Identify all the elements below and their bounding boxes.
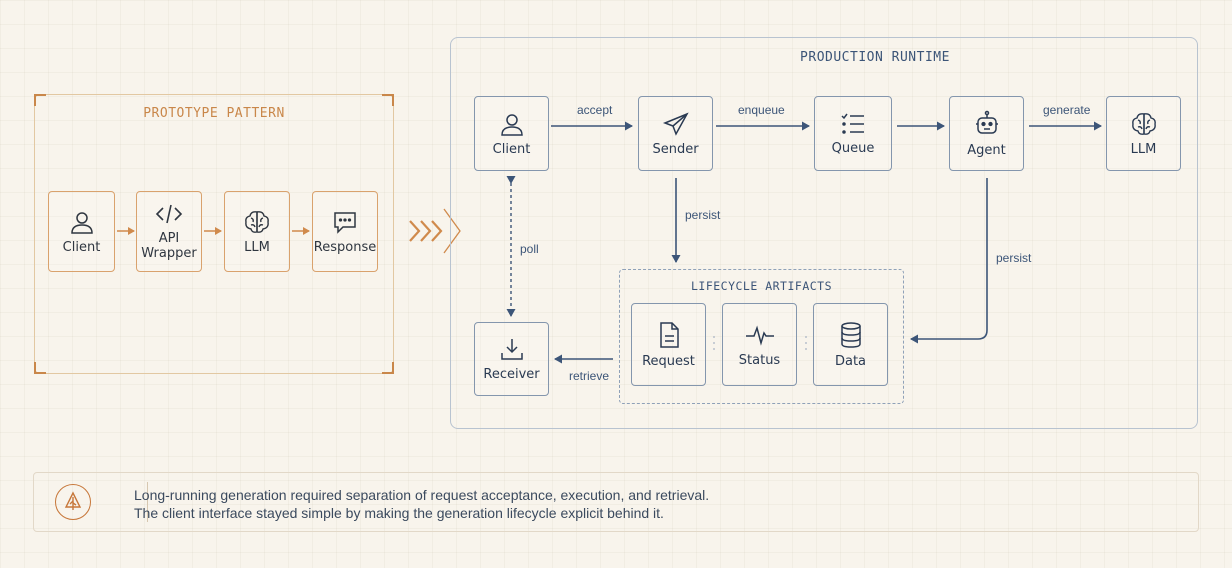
- node-receiver[interactable]: Receiver: [474, 322, 549, 396]
- prototype-title: PROTOTYPE PATTERN: [143, 106, 285, 121]
- prototype-panel: [34, 94, 394, 374]
- corner-mark: [382, 362, 394, 374]
- lifecycle-separators: [713, 336, 807, 350]
- node-label: Client: [62, 239, 101, 255]
- proto-node-response[interactable]: Response: [312, 191, 378, 272]
- node-queue[interactable]: Queue: [814, 96, 892, 171]
- edge-label-retrieve: retrieve: [569, 369, 610, 383]
- lifecycle-title: LIFECYCLE ARTIFACTS: [690, 279, 833, 293]
- node-label: LLM: [1130, 141, 1157, 157]
- node-label: Sender: [652, 141, 699, 157]
- node-label: Response: [313, 239, 377, 255]
- corner-mark: [34, 362, 46, 374]
- proto-node-llm[interactable]: LLM: [224, 191, 290, 272]
- chat-icon: [334, 211, 356, 234]
- node-label: API Wrapper: [141, 231, 197, 261]
- node-label: LLM: [244, 239, 270, 255]
- pulse-icon: [745, 325, 774, 346]
- production-title: PRODUCTION RUNTIME: [800, 50, 950, 65]
- database-icon: [840, 321, 861, 348]
- artifact-data[interactable]: Data: [813, 303, 888, 386]
- lifecycle-panel: [619, 269, 904, 404]
- paper-plane-icon: [662, 112, 689, 136]
- edge-label-accept: accept: [577, 103, 613, 117]
- list-icon: [841, 113, 864, 134]
- edge-label-poll: poll: [520, 242, 539, 256]
- artifact-request[interactable]: Request: [631, 303, 706, 386]
- node-label: Request: [642, 353, 695, 369]
- node-sender[interactable]: Sender: [638, 96, 713, 171]
- document-icon: [659, 321, 679, 348]
- brain-icon: [245, 210, 269, 233]
- node-label: Agent: [967, 142, 1006, 158]
- corner-mark: [382, 94, 394, 106]
- footer-line-1: Long-running generation required separat…: [134, 487, 710, 503]
- artifact-status[interactable]: Status: [722, 303, 797, 386]
- user-icon: [500, 113, 523, 136]
- footer-note: Long-running generation required separat…: [33, 472, 1199, 532]
- node-llm[interactable]: LLM: [1106, 96, 1181, 171]
- footer-line-2: The client interface stayed simple by ma…: [134, 505, 664, 521]
- edge-label-persist-agent: persist: [996, 251, 1032, 265]
- node-label: Queue: [831, 140, 875, 156]
- edge-label-generate: generate: [1043, 103, 1091, 117]
- tree-badge-icon: [55, 484, 91, 520]
- node-label: Receiver: [483, 367, 540, 382]
- proto-node-client[interactable]: Client: [48, 191, 115, 272]
- download-icon: [500, 339, 523, 360]
- brain-icon: [1131, 112, 1156, 135]
- robot-icon: [975, 110, 998, 134]
- node-agent[interactable]: Agent: [949, 96, 1024, 171]
- corner-mark: [34, 94, 46, 106]
- user-icon: [70, 211, 93, 234]
- edge-label-persist-sender: persist: [685, 208, 721, 222]
- transition-chevrons-icon: [409, 208, 461, 254]
- node-label: Client: [492, 141, 531, 157]
- node-client[interactable]: Client: [474, 96, 549, 171]
- edge-label-enqueue: enqueue: [738, 103, 785, 117]
- production-panel: [450, 37, 1198, 429]
- proto-node-api-wrapper[interactable]: API Wrapper: [136, 191, 202, 272]
- footer-text: Long-running generation required separat…: [134, 486, 709, 522]
- node-label: Status: [738, 352, 781, 368]
- edge-persist-agent: [910, 178, 988, 344]
- node-label: Data: [834, 353, 867, 369]
- footer-divider: [147, 482, 148, 522]
- code-icon: [155, 204, 183, 224]
